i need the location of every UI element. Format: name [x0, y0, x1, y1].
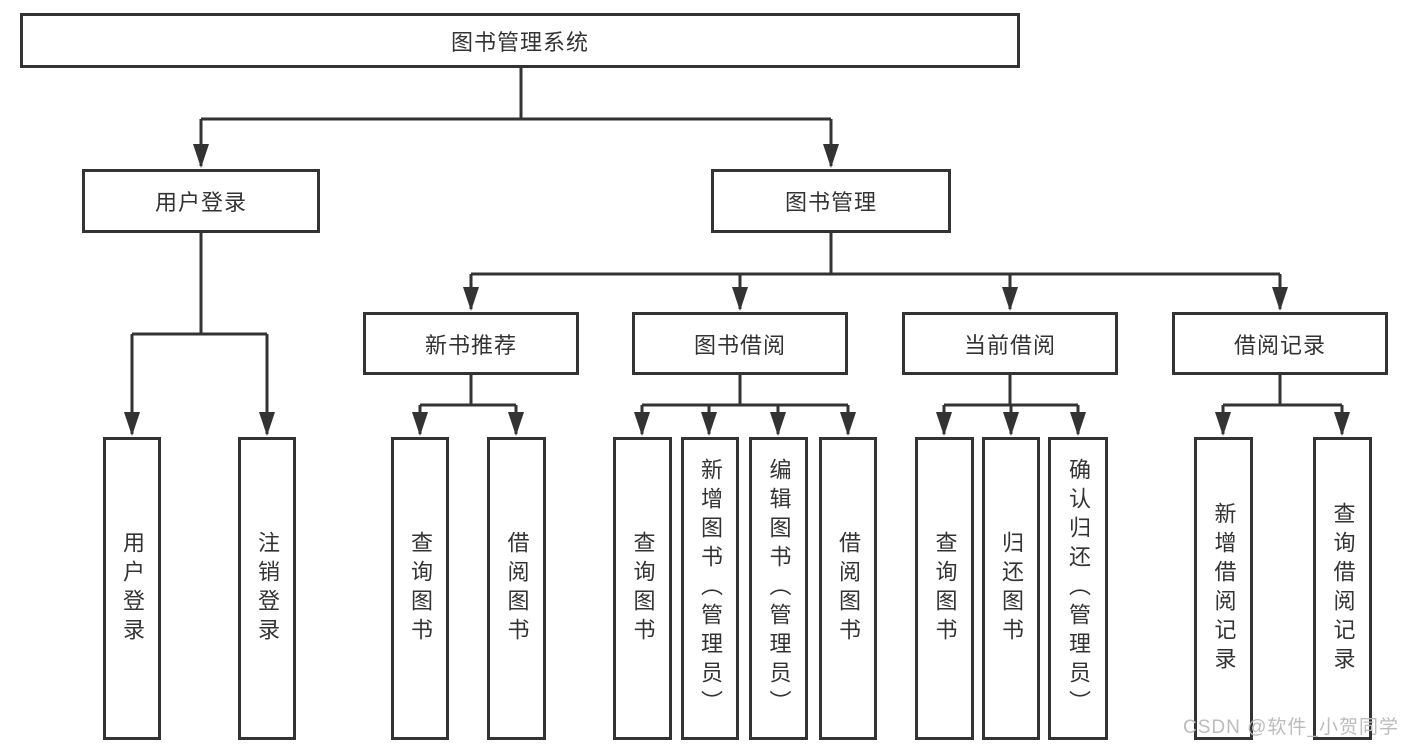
leaf-label: 查询图书 — [408, 530, 433, 647]
node-user-login: 用户登录 — [82, 169, 320, 233]
leaf-label: 用户登录 — [120, 530, 145, 647]
arrowhead — [193, 144, 209, 168]
leaf-add-book-admin: 新增图书（管理员） — [681, 437, 739, 740]
leaf-label: 查询图书 — [630, 530, 656, 647]
arrowhead — [1215, 412, 1231, 436]
leaf-label: 借阅图书 — [836, 530, 861, 647]
leaf-query-books-recommend: 查询图书 — [391, 437, 449, 740]
arrowhead — [840, 412, 856, 436]
watermark: CSDN @软件_小贺同学 — [1183, 717, 1399, 738]
leaf-borrow-books-borrowing: 借阅图书 — [819, 437, 877, 740]
leaf-label: 查询图书 — [932, 530, 958, 647]
leaf-user-login: 用户登录 — [103, 437, 161, 740]
leaf-label: 借阅图书 — [504, 530, 530, 647]
leaf-edit-book-admin: 编辑图书（管理员） — [749, 437, 808, 740]
arrowhead — [124, 412, 140, 436]
arrowhead — [1272, 287, 1288, 311]
node-new-book-recommend: 新书推荐 — [363, 312, 579, 375]
leaf-label: 查询借阅记录 — [1330, 501, 1356, 676]
node-root: 图书管理系统 — [20, 13, 1020, 68]
leaf-label: 确认归还（管理员） — [1066, 458, 1091, 719]
arrowhead — [732, 287, 748, 311]
arrowhead — [770, 412, 786, 436]
leaf-add-borrow-record: 新增借阅记录 — [1194, 437, 1253, 740]
node-book-management: 图书管理 — [711, 169, 951, 233]
leaf-logout: 注销登录 — [238, 437, 296, 740]
leaf-query-books-borrowing: 查询图书 — [613, 437, 672, 740]
arrowhead — [508, 412, 524, 436]
arrowhead — [259, 412, 275, 436]
node-borrowing-records: 借阅记录 — [1172, 312, 1388, 375]
arrowhead — [1002, 287, 1018, 311]
leaf-return-books: 归还图书 — [982, 437, 1040, 740]
leaf-query-borrow-record: 查询借阅记录 — [1313, 437, 1372, 740]
leaf-label: 归还图书 — [999, 530, 1024, 647]
arrowhead — [1070, 412, 1086, 436]
arrowhead — [823, 144, 839, 168]
leaf-label: 注销登录 — [255, 530, 280, 647]
arrowhead — [634, 412, 650, 436]
leaf-label: 编辑图书（管理员） — [766, 458, 792, 719]
node-current-borrowing: 当前借阅 — [902, 312, 1118, 375]
arrowhead — [412, 412, 428, 436]
arrowhead — [1334, 412, 1350, 436]
arrowhead — [936, 412, 952, 436]
arrowhead — [701, 412, 717, 436]
node-book-borrowing: 图书借阅 — [632, 312, 848, 375]
arrowhead — [1003, 412, 1019, 436]
leaf-confirm-return-admin: 确认归还（管理员） — [1048, 437, 1108, 740]
leaf-query-books-current: 查询图书 — [915, 437, 974, 740]
leaf-borrow-books-recommend: 借阅图书 — [487, 437, 546, 740]
leaf-label: 新增图书（管理员） — [698, 458, 723, 719]
arrowhead — [463, 287, 479, 311]
arrowheads-group — [124, 144, 1350, 436]
connector-path — [130, 68, 1344, 434]
leaf-label: 新增借阅记录 — [1211, 501, 1237, 676]
